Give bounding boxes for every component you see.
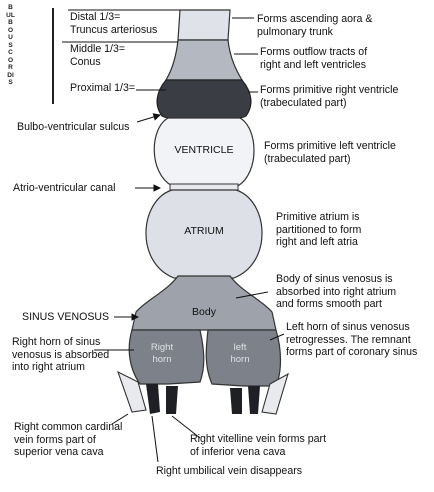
proximal-label: Proximal 1/3= [70,82,136,94]
left-horn-label: left horn [230,342,250,365]
right-umbilical-vein [146,384,160,414]
bulbous-cordis-bracket [52,8,54,104]
atrium-note: Primitive atrium is partitioned to form … [276,211,362,248]
sinus-venosus-body [131,275,277,331]
proximal-note: Forms primitive right ventricle (trabecu… [260,84,399,109]
left-umbilical-vein [248,386,260,414]
common-cardinal-note: Right common cardinal vein forms part of… [14,421,123,458]
body-label: Body [192,306,216,318]
arrow-bulbo-ventricular-sulcus [136,113,162,123]
leader-left-horn [269,333,285,341]
bulbous-cordis-vertical-label: BULBOUS CORDIS [6,4,15,87]
left-vitelline-vein [230,388,242,414]
middle-label: Middle 1/3= Conus [70,43,126,68]
right-horn-note: Right horn of sinus venosus is absorbed … [12,336,110,373]
leader-vitelline [171,415,201,439]
left-common-cardinal-vein [261,372,289,415]
leader-body [235,291,269,299]
sinus-venosus-label: SINUS VENOSUS [22,311,110,323]
atrio-ventricular-canal-label: Atrio-ventricular canal [13,182,116,194]
umbilical-note: Right umbilical vein disappears [156,465,303,477]
atrium-label: ATRIUM [184,225,224,237]
leader-common-cardinal [111,413,129,425]
truncus-note: Forms ascending aora & pulmonary trunk [257,13,373,38]
right-vitelline-vein [166,386,178,414]
leader-umbilical [151,415,159,463]
ventricle-note: Forms primitive left ventricle (trabecul… [264,140,396,165]
bulbo-ventricular-sulcus-label: Bulbo-ventricular sulcus [17,121,130,133]
conus-note: Forms outflow tracts of right and left v… [260,46,368,71]
body-note: Body of sinus venosus is absorbed into r… [276,273,397,310]
right-horn-segment [128,329,205,385]
left-horn-note: Left horn of sinus venosus retrogresses.… [286,321,418,358]
ventricle-label: VENTRICLE [174,144,234,156]
truncus-arteriosus-segment [177,9,231,41]
vitelline-note: Right vitelline vein forms part of infer… [190,433,327,458]
distal-label: Distal 1/3= Truncus arteriosus [70,11,158,36]
conus-segment [164,39,244,81]
atrio-ventricular-canal-band [169,183,239,191]
atrium-segment [145,189,263,279]
proximal-bulbus-segment [156,79,252,122]
right-common-cardinal-vein [117,370,147,413]
right-horn-label: Right horn [150,342,174,365]
